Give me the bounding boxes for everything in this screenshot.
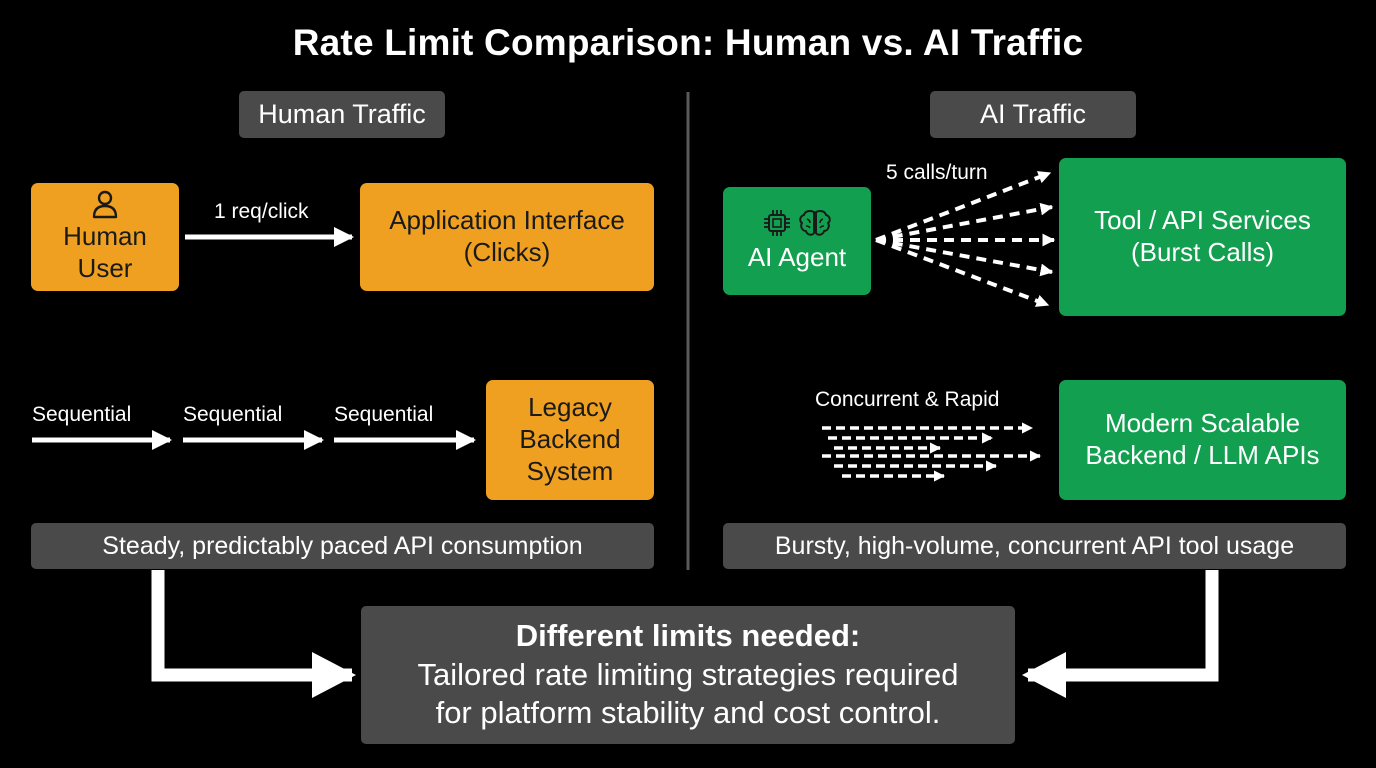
burst-call-arrows xyxy=(875,171,1056,307)
request-rate-label: 1 req/click xyxy=(214,200,309,223)
application-interface-box: Application Interface (Clicks) xyxy=(360,183,654,291)
concurrent-stream-arrows xyxy=(822,422,1042,482)
tool-api-services-box: Tool / API Services (Burst Calls) xyxy=(1059,158,1346,316)
concurrent-rapid-label: Concurrent & Rapid xyxy=(815,388,1000,411)
application-interface-line2: (Clicks) xyxy=(463,237,551,267)
chip-icon xyxy=(764,210,790,237)
conclusion-heading: Different limits needed: xyxy=(515,617,861,653)
tool-api-line1: Tool / API Services xyxy=(1094,205,1311,236)
sequential-label-3: Sequential xyxy=(334,403,434,426)
ai-traffic-label: AI Traffic xyxy=(930,91,1136,138)
tool-api-line2: (Burst Calls) xyxy=(1130,237,1274,267)
conclusion-line1: Tailored rate limiting strategies requir… xyxy=(417,656,959,692)
page-title: Rate Limit Comparison: Human vs. AI Traf… xyxy=(292,22,1084,63)
ai-agent-label: AI Agent xyxy=(747,242,847,273)
application-interface-line1: Application Interface xyxy=(389,205,625,236)
conclusion-line2: for platform stability and cost control. xyxy=(435,695,941,731)
ai-summary: Bursty, high-volume, concurrent API tool… xyxy=(723,523,1346,569)
human-summary: Steady, predictably paced API consumptio… xyxy=(31,523,654,569)
human-traffic-label: Human Traffic xyxy=(239,91,445,138)
calls-per-turn-label: 5 calls/turn xyxy=(886,161,988,184)
legacy-backend-box: Legacy Backend System xyxy=(486,380,654,500)
human-to-conclusion-line xyxy=(151,570,352,682)
sequential-label-2: Sequential xyxy=(183,403,283,426)
modern-backend-line2: Backend / LLM APIs xyxy=(1085,440,1320,470)
ai-to-conclusion-line xyxy=(1028,570,1219,682)
legacy-backend-line2: Backend xyxy=(519,424,621,455)
human-user-label: Human User xyxy=(63,221,147,283)
sequential-label-1: Sequential xyxy=(32,403,132,426)
ai-to-conclusion-arrowhead xyxy=(1022,652,1066,698)
person-icon xyxy=(92,191,118,219)
brain-icon xyxy=(799,210,831,236)
modern-backend-line1: Modern Scalable xyxy=(1104,408,1301,439)
ai-agent-box: AI Agent xyxy=(723,187,871,295)
conclusion-box: Different limits needed: Tailored rate l… xyxy=(361,606,1015,744)
human-user-box: Human User xyxy=(31,183,179,291)
human-to-conclusion-arrowhead xyxy=(312,652,356,698)
legacy-backend-line1: Legacy xyxy=(528,392,612,423)
legacy-backend-line3: System xyxy=(526,455,614,486)
modern-backend-box: Modern Scalable Backend / LLM APIs xyxy=(1059,380,1346,500)
